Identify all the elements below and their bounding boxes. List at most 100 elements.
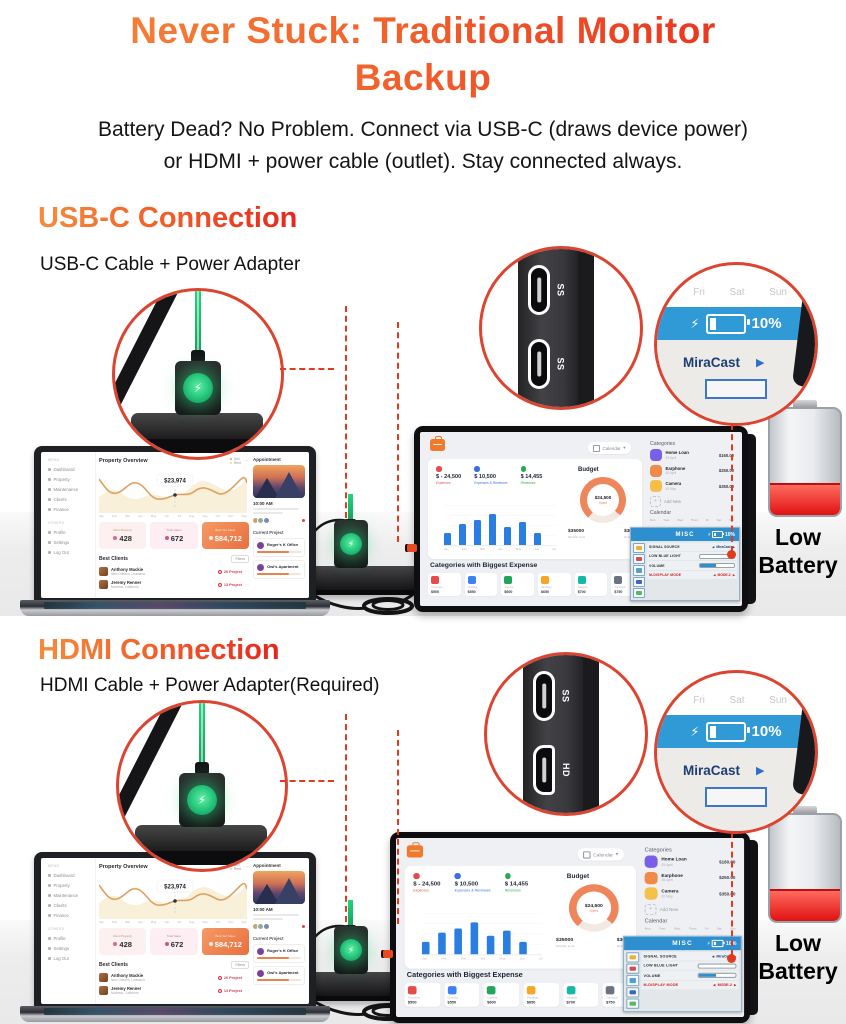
more-icon[interactable]: ⋯	[244, 458, 249, 464]
property-line-chart: $23,974	[99, 879, 247, 919]
row-more-icon[interactable]: ⋯	[245, 988, 249, 993]
project-card[interactable]: Roger's K Office	[253, 538, 305, 557]
project-card[interactable]: Roger's K Office	[253, 944, 305, 963]
bolt-icon: ⚡	[347, 944, 355, 955]
stat-icon	[164, 536, 169, 541]
osd-audio-icon[interactable]	[633, 565, 645, 576]
slider[interactable]	[697, 963, 737, 969]
add-new-button[interactable]: +Add New	[644, 903, 736, 915]
osd-audio-icon[interactable]	[626, 975, 640, 986]
expense-card[interactable]: Groceries $500	[428, 573, 461, 596]
project-card[interactable]: Owl's Apartment	[253, 966, 305, 985]
sidebar-item[interactable]: Settings	[44, 943, 92, 953]
sidebar-item[interactable]: Dashboard	[44, 870, 92, 880]
project-card[interactable]: Owl's Apartment	[253, 560, 305, 579]
battery-body	[768, 407, 842, 517]
slider[interactable]	[697, 972, 737, 979]
second-port	[528, 339, 550, 389]
expense-card[interactable]: Gadgets $700	[563, 983, 599, 1007]
sidebar-item[interactable]: Clients	[44, 495, 92, 505]
osd-row-volume[interactable]: VOLUME	[641, 971, 739, 980]
sidebar-item-icon	[48, 477, 51, 481]
sidebar-item[interactable]: Finance	[44, 505, 92, 515]
filters-button[interactable]: Filters	[231, 961, 249, 969]
sidebar-item-icon	[48, 904, 51, 908]
sidebar-item[interactable]: Clients	[44, 901, 92, 911]
sidebar-item-icon	[48, 946, 51, 950]
sidebar-item[interactable]: Maintenance	[44, 484, 92, 494]
sidebar-item[interactable]: Profile	[44, 527, 92, 537]
sidebar-item[interactable]: Log Out	[44, 953, 92, 963]
expense-card[interactable]: Camera $600	[501, 573, 535, 596]
row-more-icon[interactable]: ⋯	[245, 569, 249, 574]
battery-body	[768, 813, 842, 923]
expense-card[interactable]: Clothing $550	[444, 983, 480, 1007]
expense-card[interactable]: Handbag $650	[538, 573, 571, 596]
chart-tooltip: $23,974	[164, 885, 186, 891]
osd-picture-icon[interactable]	[626, 963, 640, 975]
osd-row-signal-source[interactable]: SIGNAL SOURCE◀MiraCast▶	[641, 952, 739, 961]
mountain-art	[275, 472, 303, 498]
osd-misc-icon[interactable]	[626, 986, 640, 998]
miracast-row[interactable]: MiraCast ▶	[683, 355, 765, 370]
expense-card[interactable]: Handbag $650	[523, 983, 559, 1007]
sidebar-item-icon	[48, 936, 51, 940]
battery-status-bar: ⚡ 10%	[657, 307, 815, 340]
expense-card[interactable]: Groceries $500	[404, 983, 440, 1007]
filters-button[interactable]: Filters	[231, 555, 249, 563]
sidebar-item[interactable]: Dashboard	[44, 464, 92, 474]
osd-row-display-mode[interactable]: M-DISPLAY MODE◀MODE-2▶	[647, 570, 737, 579]
add-new-button[interactable]: +Add New	[650, 495, 734, 507]
low-battery-label: Low Battery	[758, 930, 838, 984]
expense-section-title: Categories with Biggest Expense	[406, 971, 523, 979]
sidebar-item[interactable]: Property	[44, 474, 92, 484]
osd-row-low-blue-light[interactable]: LOW BLUE LIGHT	[641, 961, 739, 971]
current-project-title: Current Project	[253, 530, 284, 535]
expense-card[interactable]: Gadgets $700	[574, 573, 608, 596]
osd-row-volume[interactable]: VOLUME	[647, 561, 737, 570]
categories-title: Categories	[650, 441, 676, 447]
row-more-icon[interactable]: ⋯	[245, 582, 249, 587]
osd-exit-icon[interactable]	[633, 587, 645, 598]
row-more-icon[interactable]: ⋯	[245, 975, 249, 980]
miracast-row[interactable]: MiraCast ▶	[683, 763, 765, 778]
osd-misc-icon[interactable]	[633, 576, 645, 587]
slider[interactable]	[699, 562, 735, 569]
calendar-dropdown[interactable]: Calendar ▾	[588, 442, 631, 454]
sidebar-item[interactable]: Profile	[44, 933, 92, 943]
sidebar-item[interactable]: Maintenance	[44, 890, 92, 900]
osd-row-low-blue-light[interactable]: LOW BLUE LIGHT	[647, 552, 737, 561]
client-location: New Orleans, Louisiana	[111, 978, 145, 982]
osd-row-signal-source[interactable]: SIGNAL SOURCE◀MiraCast▶	[647, 543, 737, 552]
sidebar-item[interactable]: Log Out	[44, 547, 92, 557]
osd-picture-icon[interactable]	[633, 554, 645, 565]
calendar-dropdown[interactable]: Calendar ▾	[577, 848, 624, 861]
osd-exit-icon[interactable]	[626, 998, 640, 1009]
more-icon[interactable]: ⋯	[244, 864, 249, 870]
sidebar-item-icon	[48, 487, 51, 491]
expense-card[interactable]: Camera $600	[483, 983, 520, 1007]
project-list: Roger's K Office Owl's Apartment	[253, 944, 305, 985]
sidebar-item[interactable]: Property	[44, 880, 92, 890]
sidebar-item[interactable]: Finance	[44, 911, 92, 921]
osd-brightness-icon[interactable]	[626, 952, 640, 963]
expense-card[interactable]: Clothing $550	[464, 573, 498, 596]
osd-brightness-icon[interactable]	[633, 543, 645, 554]
osd-row-display-mode[interactable]: M-DISPLAY MODE◀MODE-2▶	[641, 980, 739, 990]
sidebar-item[interactable]: Settings	[44, 537, 92, 547]
